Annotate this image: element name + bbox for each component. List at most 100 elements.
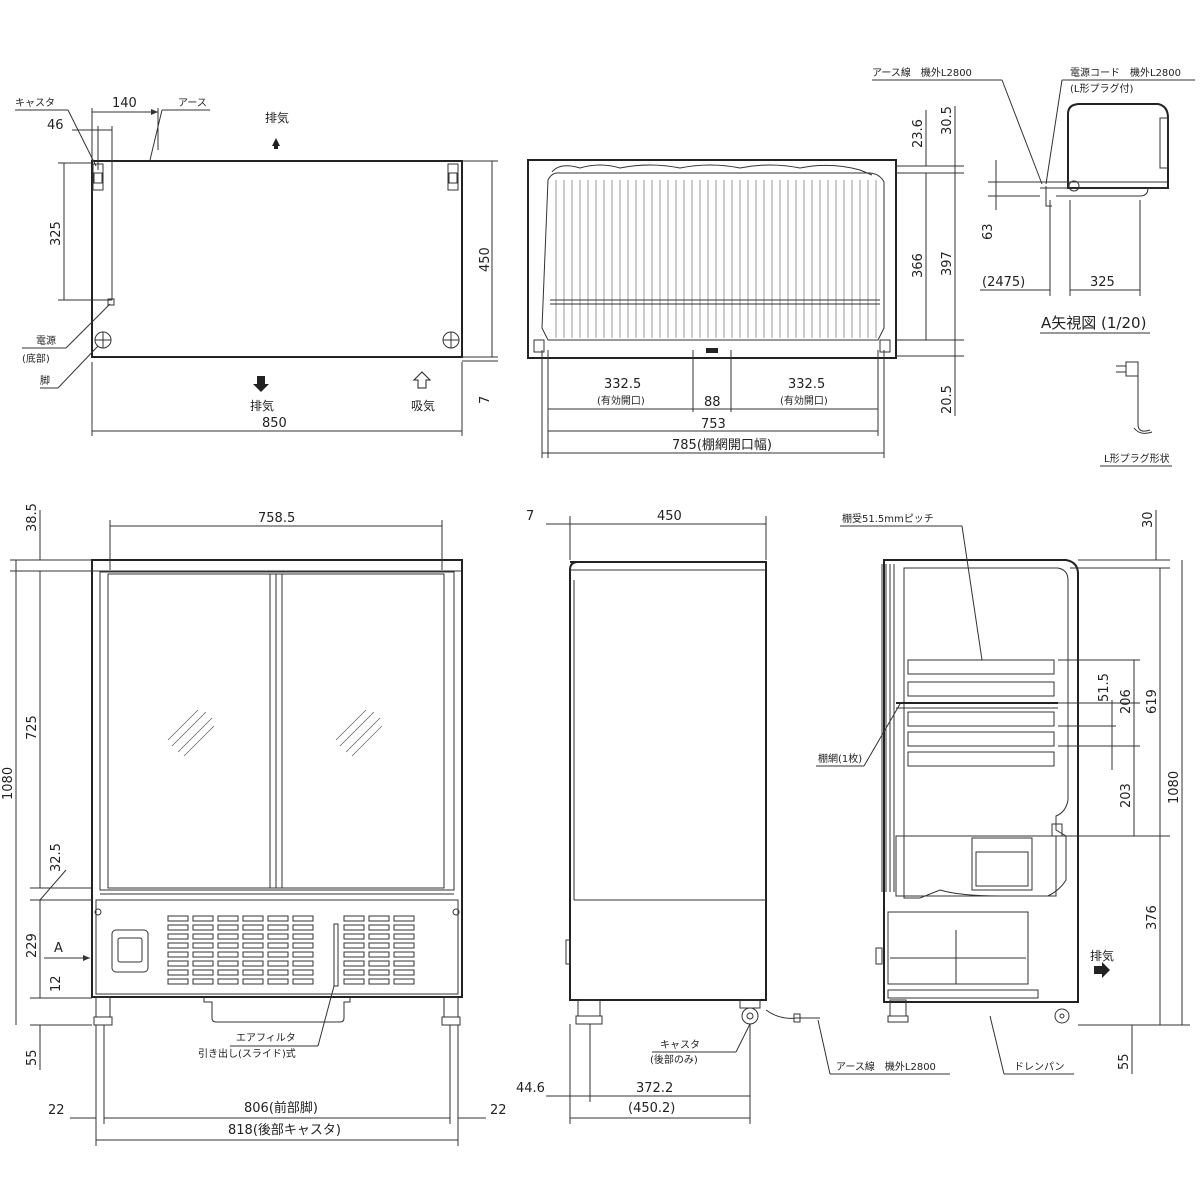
- caster-label: キャスタ: [15, 97, 55, 109]
- dim-450-side: 450: [657, 509, 682, 524]
- dim-325-top: 325: [49, 221, 64, 246]
- side-view: 450 7 キャスタ (後部のみ) 44.6 372.2 (450.2): [516, 509, 820, 1124]
- a-view-label: A: [54, 941, 63, 956]
- louver-slot: [242, 978, 264, 985]
- louver-slot: [217, 933, 239, 940]
- louver-slot: [192, 942, 214, 949]
- louver-slot: [242, 951, 264, 958]
- louver-slot: [343, 978, 365, 985]
- louver-grille-right: [343, 915, 415, 985]
- louver-slot: [192, 951, 214, 958]
- dim-23-6: 23.6: [911, 119, 926, 148]
- glass-hatch-right: [335, 709, 383, 757]
- louver-slot: [393, 942, 415, 949]
- louver-slot: [292, 969, 314, 976]
- louver-slot: [368, 924, 390, 931]
- side-caster: [741, 1007, 759, 1025]
- machine-compartment: [95, 899, 459, 995]
- exhaust-down-arrow-icon: [253, 376, 269, 392]
- sliding-door-left[interactable]: [107, 573, 277, 889]
- louver-slot: [267, 933, 289, 940]
- control-unit: [971, 837, 1033, 891]
- top-view-outline: [91, 160, 463, 358]
- louver-slot: [242, 933, 264, 940]
- dim-818: 818(後部キャスタ): [228, 1123, 341, 1138]
- control-panel[interactable]: [111, 929, 149, 973]
- dim-46: 46: [47, 118, 64, 133]
- dim-1080-section: 1080: [1167, 771, 1182, 804]
- front-view: 758.5 38.5 725 1080 32.5 229 12 55 A エアフ…: [1, 503, 507, 1146]
- dim-2475: (2475): [982, 275, 1025, 290]
- louver-slot: [292, 978, 314, 985]
- louver-slot: [167, 969, 189, 976]
- louver-slot: [368, 915, 390, 922]
- louver-slot: [192, 969, 214, 976]
- dim-32-5: 32.5: [49, 843, 64, 872]
- dim-850: 850: [262, 416, 287, 431]
- louver-slot: [167, 951, 189, 958]
- dim-12: 12: [49, 975, 64, 992]
- dim-22-right: 22: [490, 1103, 507, 1118]
- shelf-view-outline: [527, 159, 897, 359]
- dim-725: 725: [25, 715, 40, 740]
- louver-slot: [267, 960, 289, 967]
- louver-slot: [242, 960, 264, 967]
- louver-slot: [192, 978, 214, 985]
- dim-785: 785(棚網開口幅): [672, 438, 772, 453]
- dim-806: 806(前部脚): [244, 1100, 318, 1116]
- dim-332-5-left: 332.5: [604, 377, 641, 392]
- arrow-view: アース線 機外L2800 電源コード 機外L2800 (L形プラグ付) 63 (…: [872, 66, 1195, 467]
- intake-up-arrow-icon: [412, 371, 432, 389]
- section-view: 30 51.5 206 203 619 1080 376 55 棚受51.5mm…: [816, 510, 1190, 1075]
- dim-63: 63: [981, 223, 996, 240]
- power-label: 電源: [36, 334, 56, 347]
- dim-325-arrow: 325: [1090, 275, 1115, 290]
- dim-51-5: 51.5: [1097, 673, 1112, 702]
- front-view-outline: [91, 559, 463, 998]
- exhaust-up-arrow-icon: [272, 138, 280, 149]
- louver-slot: [267, 951, 289, 958]
- exhaust-right-arrow-icon: [1094, 962, 1110, 978]
- glass-hatch-left: [167, 709, 215, 757]
- dim-753: 753: [701, 417, 726, 432]
- louver-slot: [368, 951, 390, 958]
- air-filter-handle[interactable]: [333, 923, 339, 987]
- shelf-wires: [555, 180, 877, 338]
- side-caster-label: キャスタ: [660, 1039, 700, 1051]
- louver-slot: [292, 933, 314, 940]
- louver-slot: [292, 942, 314, 949]
- louver-slot: [368, 978, 390, 985]
- louver-slot: [267, 969, 289, 976]
- air-filter-tray[interactable]: [203, 997, 351, 1023]
- side-leg: [577, 999, 601, 1017]
- earth-label: アース: [178, 98, 207, 109]
- louver-slot: [167, 915, 189, 922]
- louver-slot: [217, 969, 239, 976]
- exhaust-top-label: 排気: [265, 110, 289, 125]
- shelf-pitch-label: 棚受51.5mmピッチ: [842, 512, 934, 525]
- dim-206: 206: [1119, 689, 1134, 714]
- louver-slot: [292, 915, 314, 922]
- dim-366: 366: [911, 253, 926, 278]
- dim-450-top: 450: [478, 247, 493, 272]
- side-caster-sub-label: (後部のみ): [650, 1053, 698, 1066]
- louver-slot: [393, 915, 415, 922]
- louver-slot: [393, 933, 415, 940]
- dim-20-5: 20.5: [940, 385, 955, 414]
- dim-450-2: (450.2): [628, 1101, 675, 1116]
- louver-slot: [242, 915, 264, 922]
- louver-grille-left: [167, 915, 314, 985]
- sliding-door-right[interactable]: [275, 573, 445, 889]
- section-earth-wire-label: アース線 機外L2800: [836, 1060, 936, 1073]
- dim-55-front: 55: [25, 1049, 40, 1066]
- louver-slot: [393, 960, 415, 967]
- condenser-unit: [887, 911, 1029, 985]
- power-sub-label: (底部): [22, 352, 50, 365]
- dim-203: 203: [1119, 783, 1134, 808]
- louver-slot: [242, 969, 264, 976]
- drain-pan-label: ドレンパン: [1014, 1061, 1065, 1073]
- dim-44-6: 44.6: [516, 1081, 545, 1096]
- evaporator: [895, 835, 1057, 897]
- dim-38-5: 38.5: [25, 503, 40, 532]
- louver-slot: [393, 978, 415, 985]
